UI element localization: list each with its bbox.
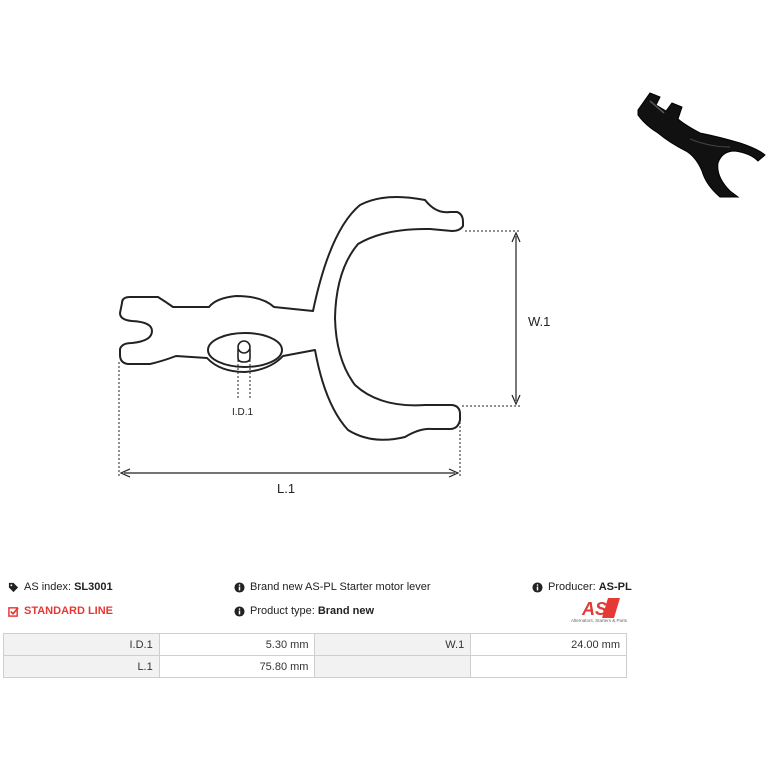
description-text: Brand new AS-PL Starter motor lever <box>250 581 431 593</box>
dimension-label-id1: I.D.1 <box>232 407 254 418</box>
info-icon <box>234 605 245 617</box>
as-index-label: AS index: <box>24 581 72 593</box>
as-pl-logo: AS Alternators, Starters & Parts <box>568 598 630 628</box>
as-logo-icon: AS <box>581 598 620 618</box>
spec-table: I.D.1 5.30 mm W.1 24.00 mm L.1 75.80 mm <box>3 633 627 678</box>
spec-key: L.1 <box>3 655 160 678</box>
dimension-label-w1: W.1 <box>528 314 550 329</box>
producer-label: Producer: <box>548 581 596 593</box>
product-description: Brand new AS-PL Starter motor lever <box>234 581 431 593</box>
product-type-value: Brand new <box>317 605 375 617</box>
dimension-lines <box>118 230 521 478</box>
spec-value <box>470 655 627 678</box>
spec-value: 24.00 mm <box>470 633 627 656</box>
info-icon <box>234 581 245 593</box>
lever-outline <box>119 196 464 441</box>
product-info: AS index: SL3001 STANDARD LINE Brand new… <box>0 575 640 635</box>
spec-key: W.1 <box>314 633 472 656</box>
logo-text: AS <box>581 599 607 618</box>
as-index-value: SL3001 <box>74 581 113 593</box>
tag-icon <box>8 582 19 592</box>
product-type-label: Product type: <box>250 605 315 617</box>
table-row: L.1 75.80 mm <box>3 655 627 678</box>
producer-value: AS-PL <box>598 581 632 593</box>
product-type: Product type: Brand new <box>234 605 374 617</box>
spec-value: 75.80 mm <box>158 655 316 678</box>
check-box-icon <box>8 606 19 617</box>
starter-motor-lever-photo-icon <box>637 92 766 198</box>
producer: Producer: AS-PL <box>532 581 632 593</box>
technical-drawing: W.1 I.D.1 L.1 <box>118 196 550 496</box>
table-row: I.D.1 5.30 mm W.1 24.00 mm <box>3 633 627 656</box>
info-icon <box>532 581 543 593</box>
dimension-label-l1: L.1 <box>277 481 295 496</box>
spec-key: I.D.1 <box>3 633 160 656</box>
as-index: AS index: SL3001 <box>8 581 113 593</box>
standard-line-label: STANDARD LINE <box>24 605 114 617</box>
spec-key <box>314 655 472 678</box>
logo-tagline: Alternators, Starters & Parts <box>570 618 628 623</box>
standard-line: STANDARD LINE <box>8 605 113 617</box>
spec-value: 5.30 mm <box>158 633 316 656</box>
